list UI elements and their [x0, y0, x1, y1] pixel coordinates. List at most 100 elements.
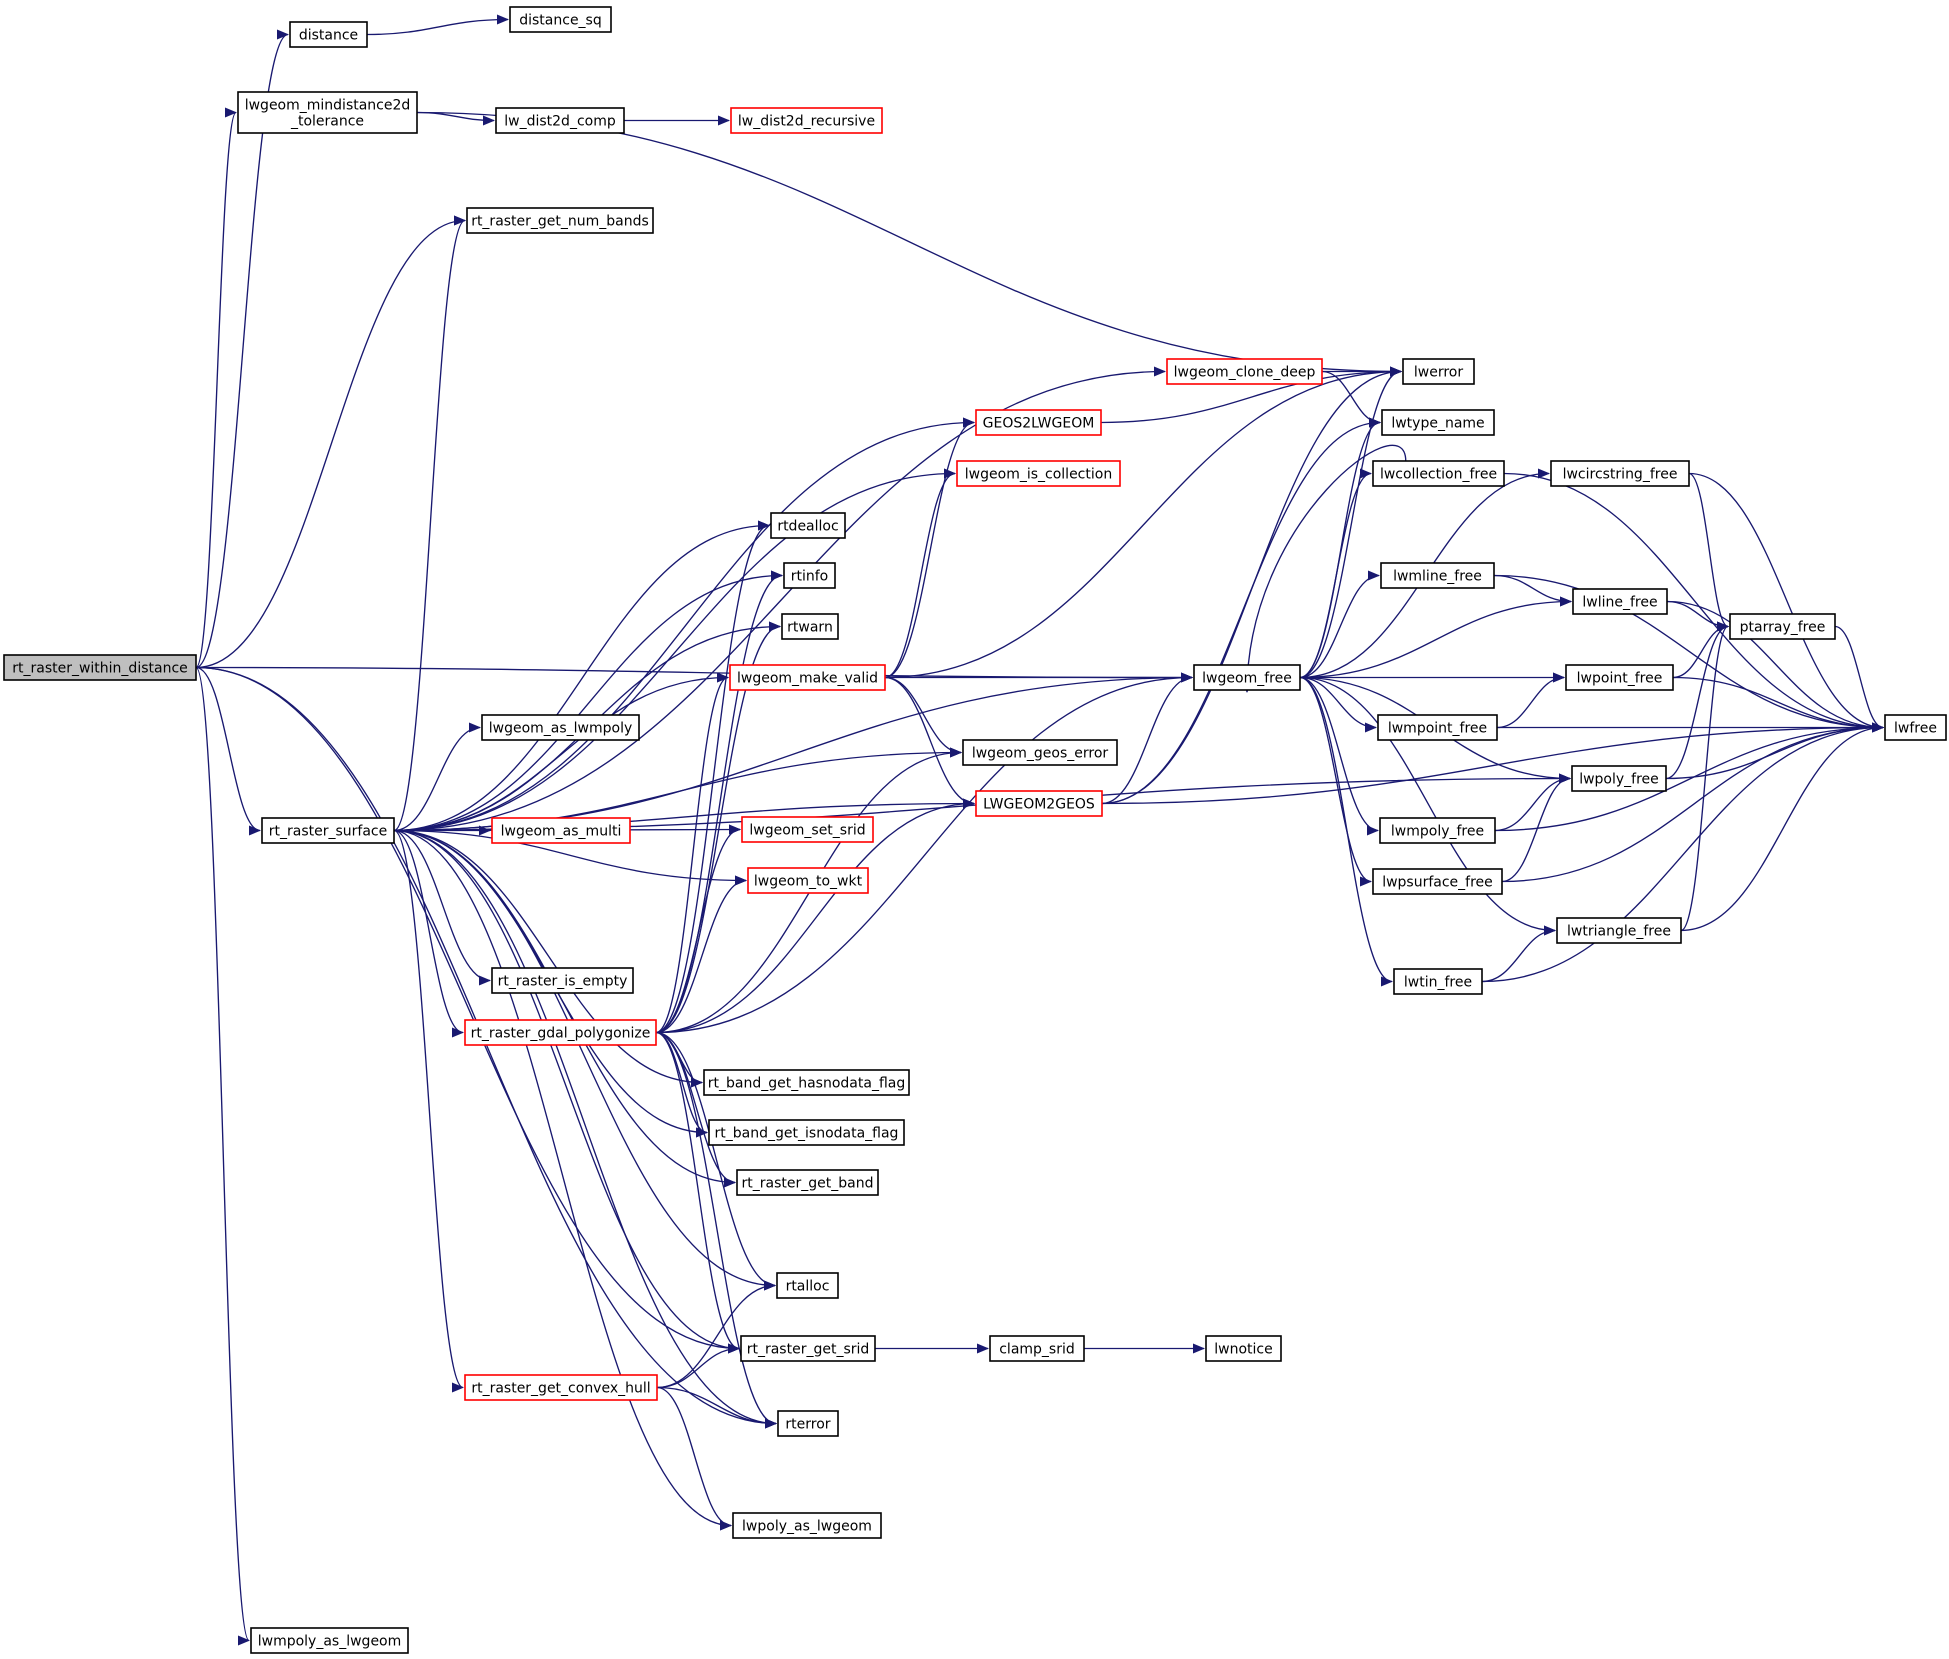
edge-rt-raster-surface-to-rtinfo	[393, 570, 783, 832]
node-box	[1205, 1335, 1282, 1362]
node-rt-raster-get-band[interactable]: rt_raster_get_band	[736, 1169, 879, 1196]
node-lwgeom2geos[interactable]: LWGEOM2GEOS	[975, 790, 1103, 817]
edge-lwmpoly-free-to-lwpoly-free	[1494, 773, 1571, 832]
node-box	[956, 460, 1121, 487]
node-rtwarn[interactable]: rtwarn	[781, 613, 839, 640]
node-label: lwgeom_as_multi	[501, 824, 622, 840]
node-rt-raster-get-convex-hull[interactable]: rt_raster_get_convex_hull	[464, 1374, 658, 1401]
node-lwcollection-free[interactable]: lwcollection_free	[1372, 460, 1505, 487]
node-label: rt_raster_get_band	[742, 1176, 874, 1192]
node-box	[783, 562, 836, 589]
edge-rt-raster-gdal-polygonize-to-rt-raster-get-srid	[655, 1031, 740, 1354]
node-lwgeom-mindistance2d-tolerance[interactable]: lwgeom_mindistance2d_tolerance	[237, 91, 418, 134]
edge-lwgeom-free-to-lwpsurface-free	[1299, 676, 1372, 887]
edge-rt-raster-within-distance-to-rt-raster-get-srid	[195, 666, 740, 1354]
node-lwgeom-is-collection[interactable]: lwgeom_is_collection	[956, 460, 1121, 487]
node-lwerror[interactable]: lwerror	[1402, 358, 1475, 385]
node-box	[770, 512, 846, 539]
node-label: rtinfo	[791, 569, 829, 585]
node-ptarray-free[interactable]: ptarray_free	[1729, 613, 1836, 640]
edge-rt-raster-surface-to-rtdealloc	[393, 520, 770, 832]
node-box	[1381, 409, 1495, 436]
node-label: rt_band_get_isnodata_flag	[715, 1126, 899, 1142]
node-rt-raster-get-srid[interactable]: rt_raster_get_srid	[740, 1335, 876, 1362]
node-lwmpoly-free[interactable]: lwmpoly_free	[1379, 817, 1496, 844]
node-lwgeom-as-lwmpoly[interactable]: lwgeom_as_lwmpoly	[481, 714, 640, 741]
node-lwgeom-make-valid[interactable]: lwgeom_make_valid	[729, 664, 886, 691]
node-lwtriangle-free[interactable]: lwtriangle_free	[1556, 917, 1682, 944]
edge-lwcollection-free-to-lwgeom-free	[1242, 444, 1407, 693]
node-lwgeom-geos-error[interactable]: lwgeom_geos_error	[962, 739, 1118, 766]
node-label: lwgeom_mindistance2d	[245, 98, 411, 114]
node-box	[1393, 968, 1483, 995]
node-rt-raster-surface[interactable]: rt_raster_surface	[261, 817, 395, 844]
edge-rt-raster-get-convex-hull-to-rterror	[656, 1386, 777, 1429]
node-lwmpoly-as-lwgeom[interactable]: lwmpoly_as_lwgeom	[250, 1627, 409, 1654]
node-lwgeom-free[interactable]: lwgeom_free	[1193, 664, 1301, 691]
node-rtalloc[interactable]: rtalloc	[776, 1272, 839, 1299]
edge-rt-raster-get-convex-hull-to-rtalloc	[656, 1280, 776, 1389]
node-rt-raster-get-num-bands[interactable]: rt_raster_get_num_bands	[466, 207, 654, 234]
edge-rt-raster-get-convex-hull-to-rt-raster-get-srid	[656, 1343, 740, 1389]
node-box	[250, 1627, 409, 1654]
node-label: clamp_srid	[999, 1342, 1075, 1358]
node-rt-band-get-isnodata-flag[interactable]: rt_band_get_isnodata_flag	[708, 1119, 905, 1146]
node-lwpoint-free[interactable]: lwpoint_free	[1565, 664, 1674, 691]
node-lwtype-name[interactable]: lwtype_name	[1381, 409, 1495, 436]
node-label: distance	[299, 28, 358, 44]
edge-lwgeom2geos-to-lwtype-name	[1101, 417, 1381, 805]
node-rt-raster-within-distance[interactable]: rt_raster_within_distance	[3, 654, 197, 681]
edge-rt-raster-surface-to-geos2lwgeom	[393, 417, 975, 832]
node-lwpsurface-free[interactable]: lwpsurface_free	[1372, 868, 1503, 895]
node-rtdealloc[interactable]: rtdealloc	[770, 512, 846, 539]
node-box	[736, 1169, 879, 1196]
edge-lwcollection-free-to-lwfree	[1503, 472, 1884, 733]
node-lwfree[interactable]: lwfree	[1884, 714, 1947, 741]
node-clamp-srid[interactable]: clamp_srid	[989, 1335, 1085, 1362]
node-box	[491, 967, 634, 994]
node-box	[741, 816, 874, 843]
edge-lwtriangle-free-to-ptarray-free	[1680, 621, 1729, 932]
node-lw-dist2d-recursive[interactable]: lw_dist2d_recursive	[730, 107, 883, 134]
node-label: lwgeom_to_wkt	[754, 874, 863, 890]
node-box	[1377, 714, 1498, 741]
node-rt-band-get-hasnodata-flag[interactable]: rt_band_get_hasnodata_flag	[703, 1069, 910, 1096]
node-lwtin-free[interactable]: lwtin_free	[1393, 968, 1483, 995]
node-box	[1729, 613, 1836, 640]
node-lw-dist2d-comp[interactable]: lw_dist2d_comp	[495, 107, 625, 134]
node-box	[481, 714, 640, 741]
node-lwgeom-as-multi[interactable]: lwgeom_as_multi	[491, 817, 631, 844]
node-lwmpoint-free[interactable]: lwmpoint_free	[1377, 714, 1498, 741]
node-geos2lwgeom[interactable]: GEOS2LWGEOM	[975, 409, 1102, 436]
node-lwcircstring-free[interactable]: lwcircstring_free	[1550, 460, 1690, 487]
edge-rt-raster-surface-to-rt-raster-get-num-bands	[393, 215, 466, 832]
edge-geos2lwgeom-to-lwerror	[1100, 366, 1402, 424]
node-rt-raster-gdal-polygonize[interactable]: rt_raster_gdal_polygonize	[464, 1019, 657, 1046]
node-box	[747, 867, 869, 894]
edge-lwmline-free-to-lwfree	[1493, 574, 1884, 733]
edge-rt-raster-surface-to-rt-raster-get-srid	[393, 829, 740, 1354]
edge-lwgeom-free-to-lwmpoly-free	[1299, 676, 1379, 836]
node-distance[interactable]: distance	[289, 21, 368, 48]
edge-lwcircstring-free-to-ptarray-free	[1688, 472, 1729, 632]
node-lwpoly-free[interactable]: lwpoly_free	[1571, 765, 1667, 792]
node-rt-raster-is-empty[interactable]: rt_raster_is_empty	[491, 967, 634, 994]
edge-rt-raster-gdal-polygonize-to-rtwarn	[655, 621, 781, 1034]
edge-lwline-free-to-lwfree	[1666, 600, 1884, 733]
node-lwgeom-clone-deep[interactable]: lwgeom_clone_deep	[1166, 358, 1323, 385]
node-lwgeom-set-srid[interactable]: lwgeom_set_srid	[741, 816, 874, 843]
edge-rt-raster-surface-to-rt-raster-gdal-polygonize	[393, 829, 464, 1038]
node-lwgeom-to-wkt[interactable]: lwgeom_to_wkt	[747, 867, 869, 894]
node-distance-sq[interactable]: distance_sq	[509, 6, 612, 33]
node-rtinfo[interactable]: rtinfo	[783, 562, 836, 589]
node-lwnotice[interactable]: lwnotice	[1205, 1335, 1282, 1362]
node-box	[1571, 765, 1667, 792]
node-lwmline-free[interactable]: lwmline_free	[1380, 562, 1495, 589]
edge-lwgeom-make-valid-to-lwgeom2geos	[884, 676, 975, 809]
node-lwline-free[interactable]: lwline_free	[1572, 588, 1668, 615]
edge-lwpsurface-free-to-lwpoly-free	[1501, 773, 1571, 883]
node-rterror[interactable]: rterror	[777, 1410, 839, 1437]
edge-lwpoint-free-to-lwfree	[1672, 676, 1884, 733]
node-label: rterror	[785, 1417, 830, 1433]
node-lwpoly-as-lwgeom[interactable]: lwpoly_as_lwgeom	[732, 1512, 882, 1539]
